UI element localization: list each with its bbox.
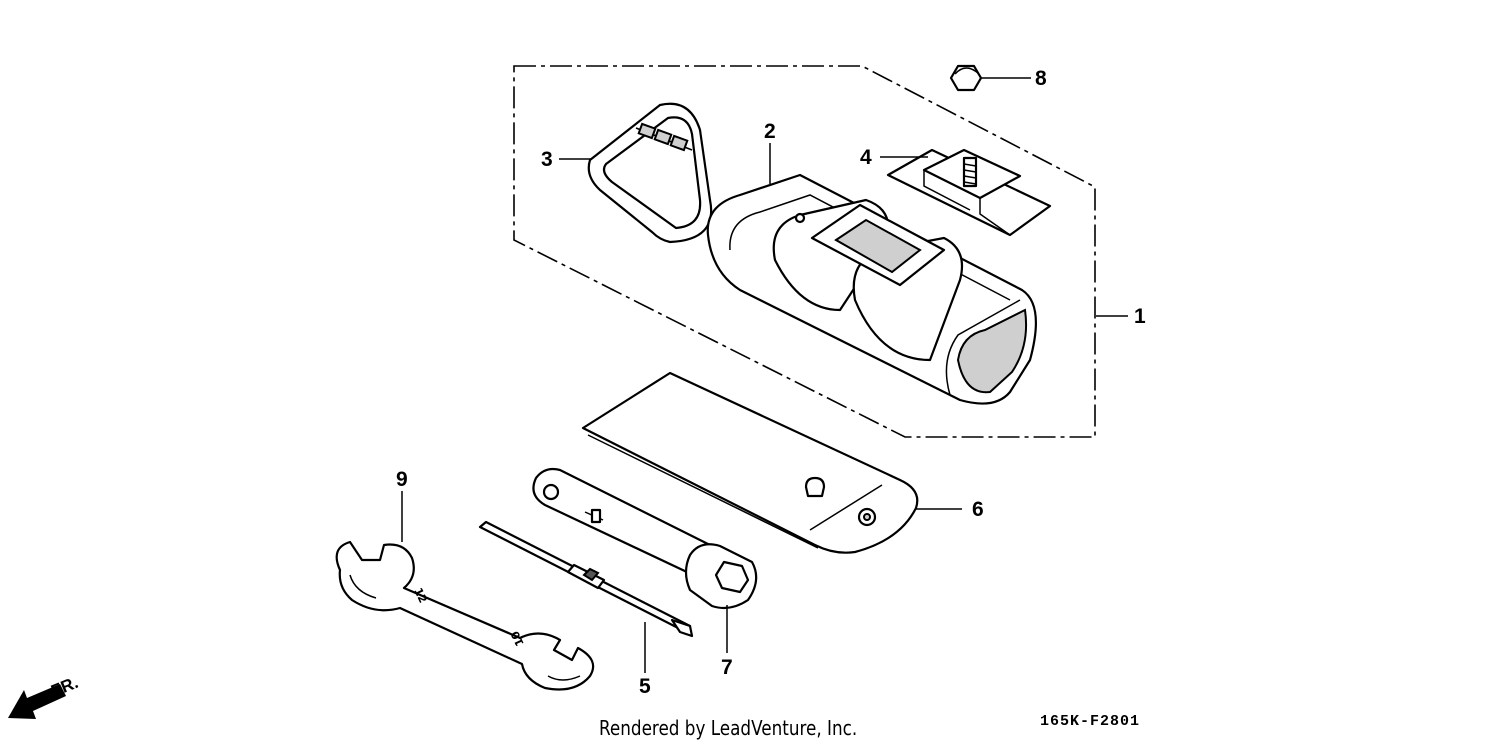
footer-credit: Rendered by LeadVenture, Inc. (599, 716, 858, 740)
part-nut[interactable] (949, 64, 983, 92)
callout-4: 4 (860, 146, 872, 169)
callout-6: 6 (972, 498, 984, 521)
part-tool-bag[interactable] (706, 173, 1037, 405)
callout-1: 1 (1134, 305, 1146, 328)
front-arrow-icon: FR. (8, 673, 81, 719)
callout-3: 3 (541, 148, 553, 171)
wrench-size-large: 12 (411, 586, 429, 605)
part-screwdriver[interactable] (478, 520, 694, 638)
part-bracket[interactable] (886, 148, 1052, 237)
part-open-end-wrench[interactable]: 12 10 (335, 540, 595, 691)
callout-9: 9 (396, 468, 408, 491)
callout-2: 2 (764, 120, 776, 143)
direction-label: FR. (48, 673, 81, 701)
callout-7: 7 (721, 656, 733, 679)
wrench-size-small: 10 (508, 629, 526, 649)
part-strap[interactable] (587, 102, 713, 244)
diagram-code: 165K-F2801 (1040, 713, 1141, 730)
callout-5: 5 (639, 675, 651, 698)
part-tool-wrap[interactable] (581, 371, 919, 554)
kit-boundary (513, 65, 1096, 438)
part-plug-wrench[interactable] (532, 467, 758, 610)
callout-8: 8 (1035, 67, 1047, 90)
leader-lines (401, 77, 1128, 673)
